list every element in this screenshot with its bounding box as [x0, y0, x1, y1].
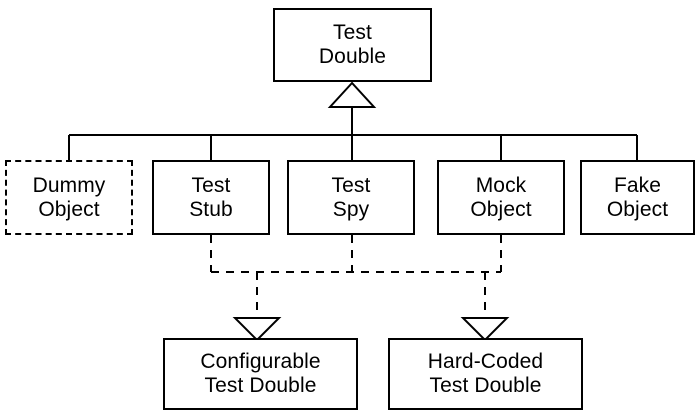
realization-connector-group	[210, 235, 502, 318]
class-box-dummy-object-line1: Dummy	[32, 173, 106, 197]
class-box-test-double[interactable]: Test Double	[273, 8, 432, 82]
class-box-test-double-line1: Test	[333, 21, 372, 45]
class-box-fake-object-line2: Object	[606, 197, 669, 221]
class-box-configurable-test-double-line1: Configurable	[200, 350, 321, 374]
class-box-fake-object[interactable]: Fake Object	[580, 160, 695, 235]
class-box-mock-object-line1: Mock	[475, 173, 527, 197]
generalization-arrowhead-icon	[327, 81, 377, 108]
class-box-test-spy-line2: Spy	[332, 197, 370, 221]
class-box-configurable-test-double[interactable]: Configurable Test Double	[163, 338, 358, 410]
class-box-mock-object-line2: Object	[470, 197, 532, 221]
class-box-test-double-line2: Double	[318, 45, 387, 68]
class-box-configurable-test-double-line2: Test Double	[204, 374, 317, 397]
realization-arrowhead-hard-coded-icon	[460, 317, 510, 342]
class-box-test-stub-line1: Test	[191, 173, 231, 197]
class-box-fake-object-line1: Fake	[613, 173, 662, 197]
realization-arrowhead-configurable-icon	[232, 317, 282, 342]
class-box-test-stub[interactable]: Test Stub	[152, 160, 270, 235]
generalization-connector-group	[68, 106, 638, 160]
class-box-hard-coded-test-double-line2: Test Double	[429, 374, 542, 397]
class-box-test-spy[interactable]: Test Spy	[287, 160, 415, 235]
class-box-dummy-object[interactable]: Dummy Object	[5, 160, 133, 235]
class-box-dummy-object-line2: Object	[38, 197, 100, 221]
class-box-hard-coded-test-double[interactable]: Hard-Coded Test Double	[388, 338, 583, 410]
class-box-test-stub-line2: Stub	[189, 197, 233, 221]
class-box-hard-coded-test-double-line1: Hard-Coded	[427, 350, 544, 374]
class-box-mock-object[interactable]: Mock Object	[437, 160, 565, 235]
class-box-test-spy-line1: Test	[331, 173, 371, 197]
